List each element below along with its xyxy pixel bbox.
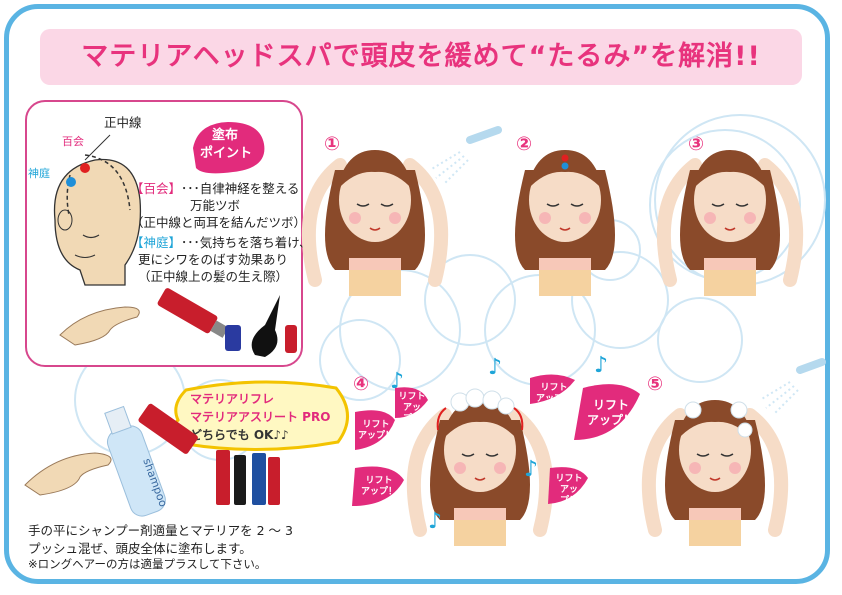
title-bar: マテリアヘッドスパで頭皮を緩めて“たるみ”を解消!! [40,29,802,85]
lift-label-line2: アップ！ [559,485,578,506]
svg-text:♪: ♪ [594,353,608,378]
desc1-key: 【百会】 [131,181,182,196]
desc2-line2: 更にシワをのばす効果あり [138,252,289,267]
callout-line1: マテリアリフレ [190,392,275,406]
desc1-line2: 万能ツボ [190,198,241,213]
desc2-line3: （正中線上の髪の生え際） [138,269,289,284]
instruction-line3: ※ロングヘアーの方は適量プラスして下さい。 [28,557,267,571]
badge-line2: ポイント [200,146,253,161]
svg-text:♪: ♪ [488,355,502,380]
lift-label-line1: リフト [555,474,583,484]
step-1-number: ① [324,133,341,155]
callout-line3: どちらでも OK♪♪ [190,428,289,442]
lift-label-line2: アップ！ [360,487,397,497]
lift-label-line1: リフト [362,420,390,430]
step-1-figure [309,149,441,297]
step-3-figure [664,149,796,297]
shampoo-products: shampoo [24,403,280,517]
instruction-line1: 手の平にシャンプー剤適量とマテリアを 2 ～ 3 [28,523,293,538]
music-note-icon: ♪♪♪♪♪ [390,353,608,534]
hand-icon [59,306,140,346]
hand-icon [24,452,112,496]
lift-label-line1: リフト [592,398,629,412]
desc2-line1: ･･･気持ちを落ち着け、 [181,235,312,250]
svg-text:♪: ♪ [524,457,538,482]
step-2-figure [514,149,616,297]
hyakue-label: 百会 [62,135,84,148]
shower-icon [429,126,502,185]
desc2-key: 【神庭】 [131,235,182,250]
step-2-number: ② [516,133,533,155]
page-title: マテリアヘッドスパで頭皮を緩めて“たるみ”を解消!! [81,41,761,72]
desc1-line3: （正中線と両耳を結んだツボ） [131,215,307,230]
point-products [59,288,297,357]
step-4-number: ④ [353,373,370,395]
midline-label: 正中線 [104,115,142,130]
head-diagram [53,134,142,286]
shower-icon [759,358,826,415]
lift-label-line2: アップ！ [402,403,421,424]
instruction-line2: プッシュ混ぜ、頭皮全体に塗布します。 [28,541,252,556]
step-5-figure [649,399,781,547]
lift-label-line1: リフト [398,392,426,402]
lift-label-line1: リフト [365,476,393,486]
lift-label-line1: リフト [540,383,568,393]
callout-line2: マテリアアスリート PRO [190,410,331,424]
badge-shape [193,122,265,174]
lift-label-line2: アップ！ [358,431,395,441]
lift-label-line2: アップ！ [586,413,635,427]
shintei-label: 神庭 [28,167,50,180]
badge-line1: 塗布 [212,128,239,143]
step-4-figure [414,388,546,547]
lift-label-line2: アップ！ [535,394,572,404]
svg-text:♪: ♪ [428,509,442,534]
desc1-line1: ･･･自律神経を整える [181,181,300,196]
step-5-number: ⑤ [647,373,664,395]
